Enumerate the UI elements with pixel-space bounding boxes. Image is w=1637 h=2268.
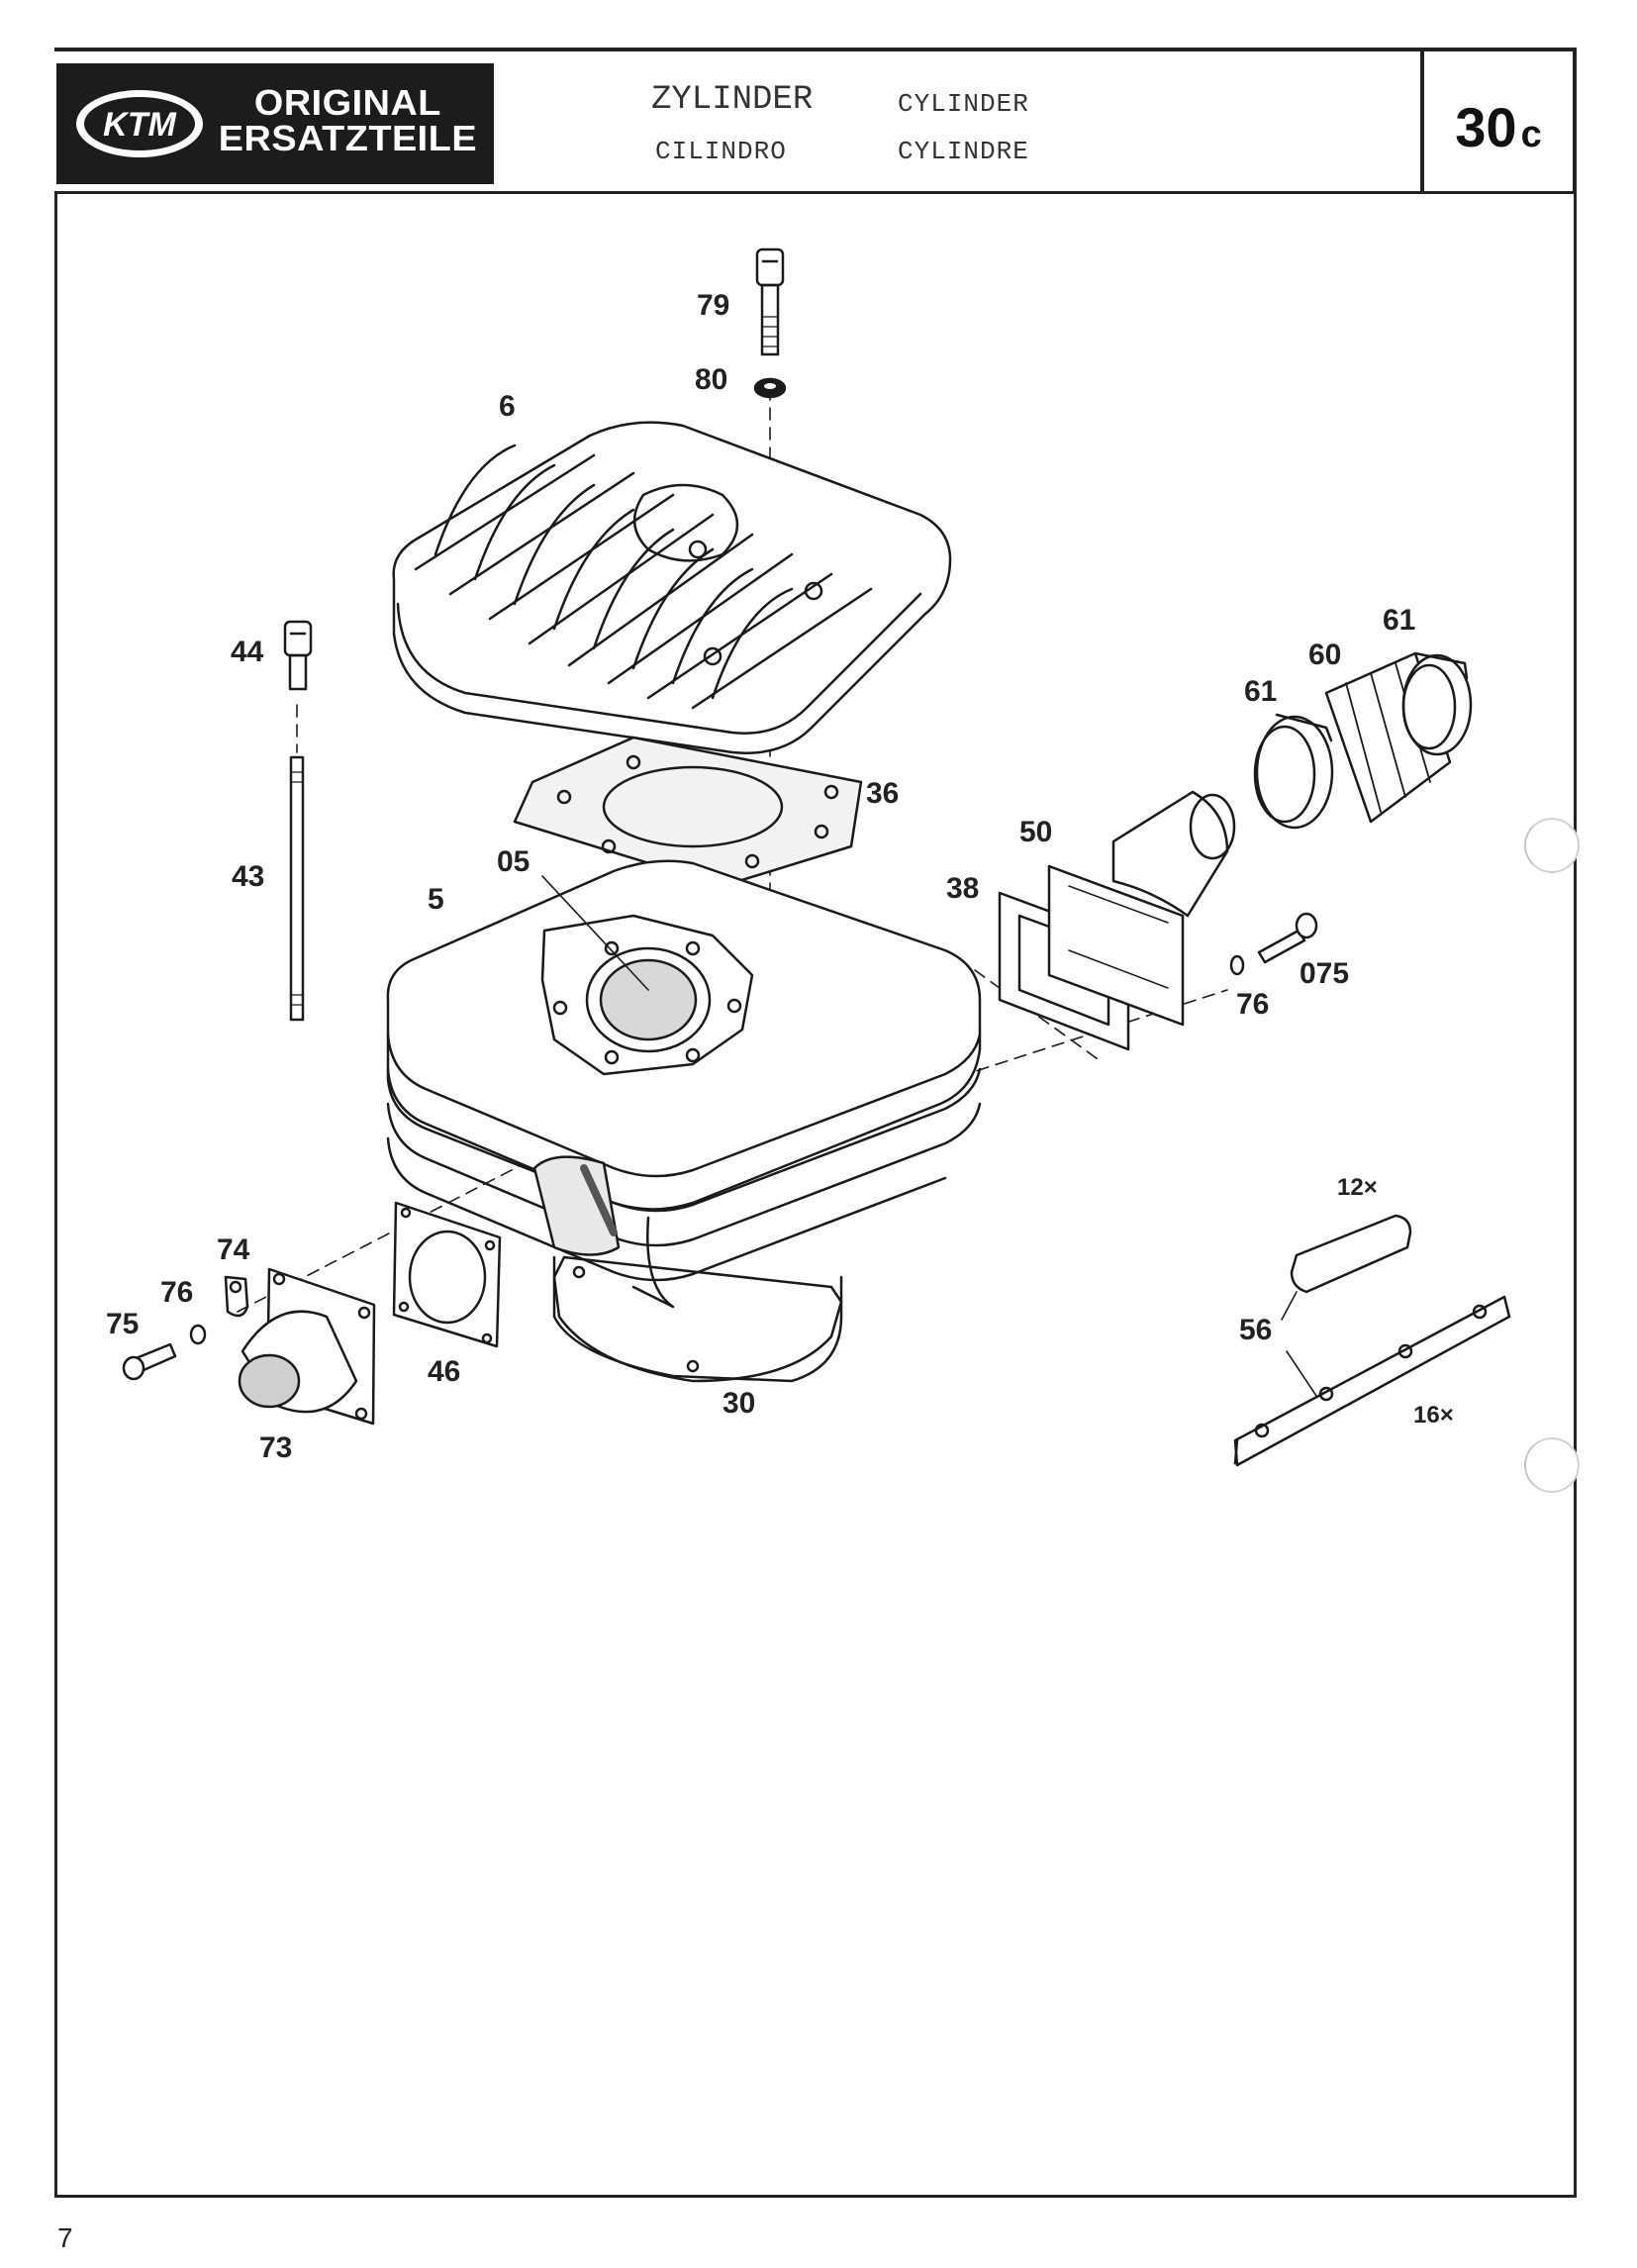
part-61-clamp-right bbox=[1401, 651, 1473, 756]
callout-38: 38 bbox=[946, 872, 979, 905]
callout-74: 74 bbox=[217, 1233, 250, 1266]
page-number-value: 30 bbox=[1455, 96, 1517, 158]
part-30-base-gasket bbox=[552, 1255, 843, 1383]
sheet-number: 7 bbox=[57, 2222, 73, 2253]
brand-title: ORIGINAL ERSATZTEILE bbox=[219, 85, 477, 156]
callout-61-lower: 61 bbox=[1244, 675, 1277, 708]
callout-73: 73 bbox=[259, 1431, 292, 1464]
callout-80: 80 bbox=[695, 363, 727, 396]
part-56-chain-rail bbox=[1233, 1295, 1511, 1467]
part-56-slide-block bbox=[1290, 1214, 1412, 1294]
part-75-screw bbox=[122, 1342, 177, 1381]
brand-line-2: ERSATZTEILE bbox=[218, 118, 478, 158]
callout-075: 075 bbox=[1300, 957, 1349, 990]
part-74-plate bbox=[224, 1275, 249, 1318]
part-075-screw bbox=[1257, 912, 1318, 964]
callout-50: 50 bbox=[1019, 816, 1052, 848]
callout-43: 43 bbox=[232, 860, 264, 893]
part-76-washer-right bbox=[1229, 954, 1245, 976]
punch-hole-top bbox=[1524, 818, 1580, 873]
part-43-stud bbox=[289, 755, 305, 1022]
callout-61-upper: 61 bbox=[1383, 604, 1415, 637]
callout-46: 46 bbox=[428, 1355, 460, 1388]
part-80-washer bbox=[753, 377, 787, 399]
brand-line-1: ORIGINAL bbox=[253, 82, 441, 123]
callout-12x: 12× bbox=[1337, 1174, 1378, 1201]
punch-hole-bottom bbox=[1524, 1437, 1580, 1493]
callout-16x: 16× bbox=[1413, 1402, 1454, 1429]
callout-05: 05 bbox=[497, 845, 530, 878]
drawing-frame bbox=[54, 194, 1577, 2198]
callout-36: 36 bbox=[866, 777, 899, 810]
callout-76-left: 76 bbox=[160, 1276, 193, 1309]
callout-76-right: 76 bbox=[1236, 988, 1269, 1021]
part-61-clamp-left bbox=[1253, 713, 1334, 830]
callout-79: 79 bbox=[697, 289, 729, 322]
title-french: CYLINDRE bbox=[898, 137, 1029, 166]
page-number-suffix: c bbox=[1520, 114, 1542, 155]
part-36-head-gasket bbox=[513, 736, 863, 888]
title-english: CYLINDER bbox=[898, 89, 1029, 119]
leader-lines bbox=[541, 875, 1317, 1397]
callout-75: 75 bbox=[106, 1308, 139, 1340]
part-44-screw bbox=[283, 620, 313, 691]
title-italian: CILINDRO bbox=[655, 137, 787, 166]
callout-44: 44 bbox=[231, 636, 264, 668]
callout-60: 60 bbox=[1308, 639, 1341, 671]
part-79-screw bbox=[755, 247, 785, 356]
brand-block: KTM ORIGINAL ERSATZTEILE bbox=[56, 63, 494, 184]
callout-6: 6 bbox=[499, 390, 516, 423]
part-6-cylinder-head bbox=[392, 421, 952, 754]
part-50-intake-manifold bbox=[1047, 790, 1236, 1027]
part-5-cylinder bbox=[386, 859, 982, 1383]
part-73-intake-flange bbox=[238, 1267, 376, 1426]
part-76-washer-left bbox=[189, 1324, 207, 1345]
title-german: ZYLINDER bbox=[651, 81, 814, 119]
callout-labels: 79 80 6 44 43 36 05 5 61 60 61 50 38 76 … bbox=[106, 289, 1454, 1464]
callout-56: 56 bbox=[1239, 1314, 1272, 1346]
ktm-logo-text: KTM bbox=[103, 106, 176, 144]
part-46-intake-gasket bbox=[392, 1201, 502, 1348]
ktm-logo: KTM bbox=[76, 90, 203, 157]
page-header: KTM ORIGINAL ERSATZTEILE ZYLINDER CYLIND… bbox=[54, 48, 1577, 194]
callout-5: 5 bbox=[428, 883, 444, 916]
callout-30: 30 bbox=[722, 1387, 755, 1420]
